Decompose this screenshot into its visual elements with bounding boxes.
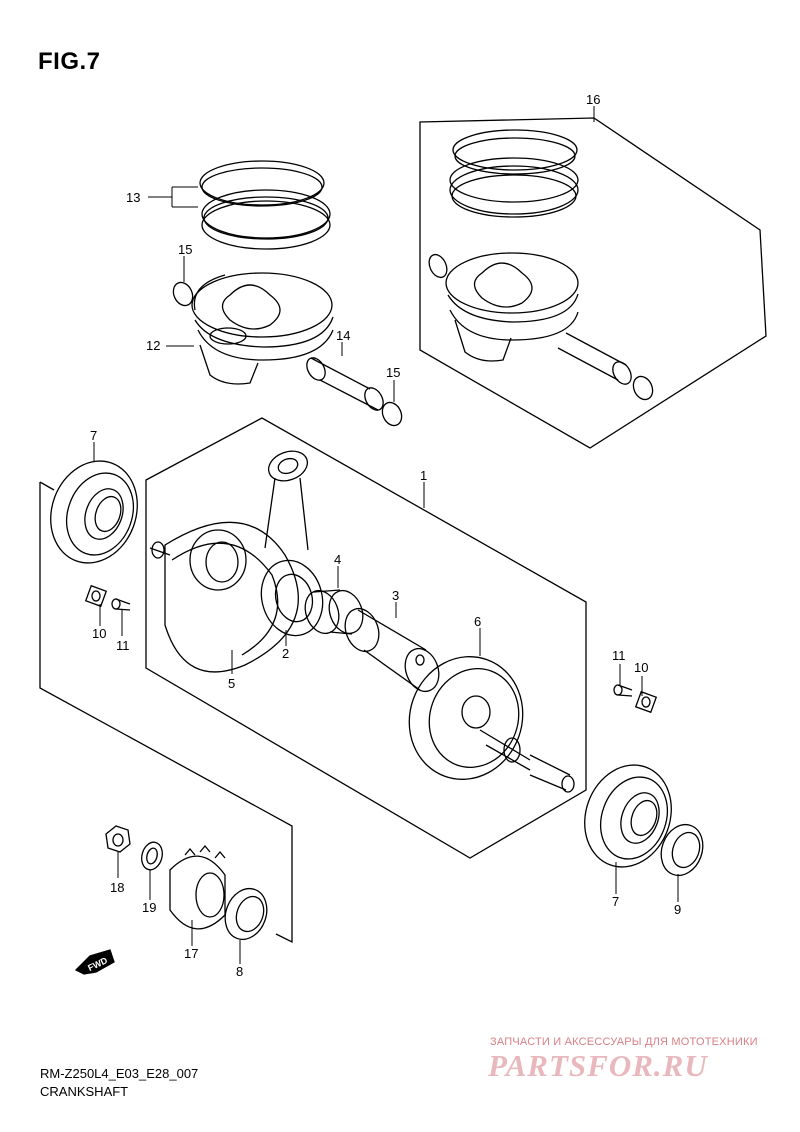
piston-kit-frame [419,117,767,449]
callout-8: 8 [236,964,243,979]
callout-2: 2 [282,646,289,661]
callout-5: 5 [228,676,235,691]
watermark-logo: PARTSFOR.RU [488,1048,708,1083]
callout-16: 16 [586,92,600,107]
leader-lines [93,106,679,964]
callout-15: 15 [178,242,192,257]
callout-18: 18 [110,880,124,895]
washer [141,841,163,871]
callout-numbers: 16 13 15 12 14 15 7 1 4 3 6 2 5 10 11 11… [86,92,681,979]
oil-seal-left [224,887,268,941]
callout-9: 9 [674,902,681,917]
crank-pin [344,607,440,693]
callout-14: 14 [336,328,350,343]
crank-half-left [149,521,299,673]
callout-6: 6 [474,614,481,629]
piston-pin [306,357,384,411]
bearing-left [50,460,138,564]
piston-rings [199,160,331,250]
retainer-plate [84,584,108,608]
drawing-code: RM-Z250L4_E03_E28_007 [40,1066,199,1081]
callout-19: 19 [142,900,156,915]
callout-15: 15 [386,365,400,380]
piston [191,272,334,385]
retainer-plate [634,690,658,714]
diagram-caption: CRANKSHAFT [40,1084,129,1099]
circlip [172,281,194,307]
callout-7: 7 [90,428,97,443]
left-group-frame [39,482,293,944]
callout-10: 10 [92,626,106,641]
callout-4: 4 [334,552,341,567]
callout-10: 10 [634,660,648,675]
callout-3: 3 [392,588,399,603]
callout-11: 11 [612,648,626,663]
crank-half-right [408,656,575,793]
connecting-rod [260,450,324,637]
bolt [111,598,131,611]
callout-12: 12 [146,338,160,353]
callout-1: 1 [420,468,427,483]
nut [105,825,131,853]
figure-title: FIG.7 [38,48,101,75]
callout-17: 17 [184,946,198,961]
needle-bearing [304,589,364,635]
oil-seal-right [660,823,704,877]
crankshaft-assembly-frame [145,417,587,859]
primary-drive-gear [169,844,226,930]
callout-13: 13 [126,190,140,205]
bearing-right [584,764,672,868]
fwd-arrow-icon [74,949,115,975]
watermark-tagline: ЗАПЧАСТИ И АКСЕССУАРЫ ДЛЯ МОТОТЕХНИКИ [490,1036,758,1048]
callout-11: 11 [116,638,130,653]
bolt [613,684,633,697]
spare-piston-kit [428,129,654,401]
circlip [381,401,403,427]
callout-7: 7 [612,894,619,909]
